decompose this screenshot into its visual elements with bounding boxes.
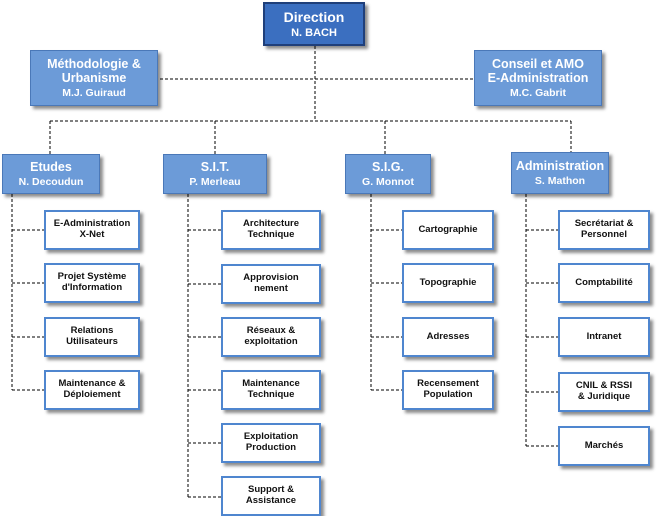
unit-box: E-Administration X-Net	[44, 210, 140, 250]
unit-line2: Déploiement	[63, 389, 121, 400]
department-name: N. Decoudun	[18, 176, 84, 189]
unit-box: Projet Système d'Information	[44, 263, 140, 303]
unit-line1: CNIL & RSSI	[575, 380, 633, 392]
unit-line2: exploitation	[244, 336, 298, 347]
unit-line1: Recensement	[417, 378, 479, 390]
unit-line1: Cartographie	[418, 223, 478, 235]
unit-box: Maintenance & Déploiement	[44, 370, 140, 410]
unit-line1: Approvision	[243, 272, 299, 284]
unit-box: Réseaux & exploitation	[221, 317, 321, 357]
unit-box: Relations Utilisateurs	[44, 317, 140, 357]
unit-line1: Projet Système	[57, 271, 127, 283]
unit-line1: Comptabilité	[575, 276, 633, 288]
unit-box: Topographie	[402, 263, 494, 303]
unit-line1: Topographie	[419, 276, 477, 288]
unit-box: Marchés	[558, 426, 650, 466]
unit-box: Cartographie	[402, 210, 494, 250]
unit-line1: Adresses	[426, 330, 470, 342]
methodologie-box: Méthodologie & Urbanisme M.J. Guiraud	[30, 50, 158, 106]
unit-box: Recensement Population	[402, 370, 494, 410]
conseil-line1: Conseil et AMO	[492, 56, 584, 71]
department-name: P. Merleau	[189, 176, 241, 189]
direction-title: Direction	[283, 8, 345, 25]
unit-line2: Technique	[247, 389, 295, 400]
department-etudes: Etudes N. Decoudun	[2, 154, 100, 194]
direction-name: N. BACH	[291, 26, 337, 39]
unit-line1: E-Administration	[53, 218, 131, 230]
unit-box: Secrétariat & Personnel	[558, 210, 650, 250]
unit-box: Architecture Technique	[221, 210, 321, 250]
unit-box: Exploitation Production	[221, 423, 321, 463]
unit-line2: Technique	[247, 229, 295, 240]
unit-box: CNIL & RSSI & Juridique	[558, 372, 650, 412]
unit-line2: Production	[245, 442, 297, 453]
unit-box: Maintenance Technique	[221, 370, 321, 410]
direction-box: Direction N. BACH	[263, 2, 365, 46]
unit-line1: Secrétariat &	[574, 218, 634, 230]
unit-line1: Marchés	[584, 439, 624, 451]
department-administration: Administration S. Mathon	[511, 152, 609, 194]
unit-line1: Relations	[70, 325, 114, 337]
conseil-line2: E-Administration	[487, 70, 589, 85]
methodologie-name: M.J. Guiraud	[62, 87, 126, 100]
unit-box: Intranet	[558, 317, 650, 357]
unit-line1: Support &	[248, 484, 294, 496]
methodologie-line1: Méthodologie &	[47, 56, 141, 71]
unit-line1: Architecture	[243, 218, 299, 230]
unit-line2: Population	[423, 389, 473, 400]
unit-box: Comptabilité	[558, 263, 650, 303]
unit-box: Approvision nement	[221, 264, 321, 304]
unit-line2: Utilisateurs	[66, 336, 118, 347]
unit-line2: & Juridique	[577, 391, 631, 402]
department-title: Etudes	[30, 159, 72, 174]
unit-line1: Exploitation	[243, 431, 299, 443]
unit-line1: Maintenance	[242, 378, 300, 390]
unit-line2: d'Information	[61, 282, 123, 293]
conseil-name: M.C. Gabrit	[509, 87, 566, 100]
unit-line2: Assistance	[245, 495, 297, 506]
department-sig: S.I.G. G. Monnot	[345, 154, 431, 194]
department-name: G. Monnot	[362, 176, 414, 189]
unit-box: Support & Assistance	[221, 476, 321, 516]
unit-line1: Maintenance &	[58, 378, 126, 390]
unit-line2: Personnel	[581, 229, 627, 240]
department-title: Administration	[515, 158, 605, 173]
unit-line2: nement	[254, 283, 288, 294]
department-title: S.I.G.	[372, 159, 404, 174]
conseil-box: Conseil et AMO E-Administration M.C. Gab…	[474, 50, 602, 106]
unit-box: Adresses	[402, 317, 494, 357]
unit-line1: Intranet	[586, 330, 622, 342]
department-title: S.I.T.	[200, 159, 230, 174]
unit-line2: X-Net	[79, 229, 105, 240]
methodologie-line2: Urbanisme	[61, 70, 127, 85]
unit-line1: Réseaux &	[246, 325, 296, 337]
department-sit: S.I.T. P. Merleau	[163, 154, 267, 194]
department-name: S. Mathon	[534, 175, 586, 188]
